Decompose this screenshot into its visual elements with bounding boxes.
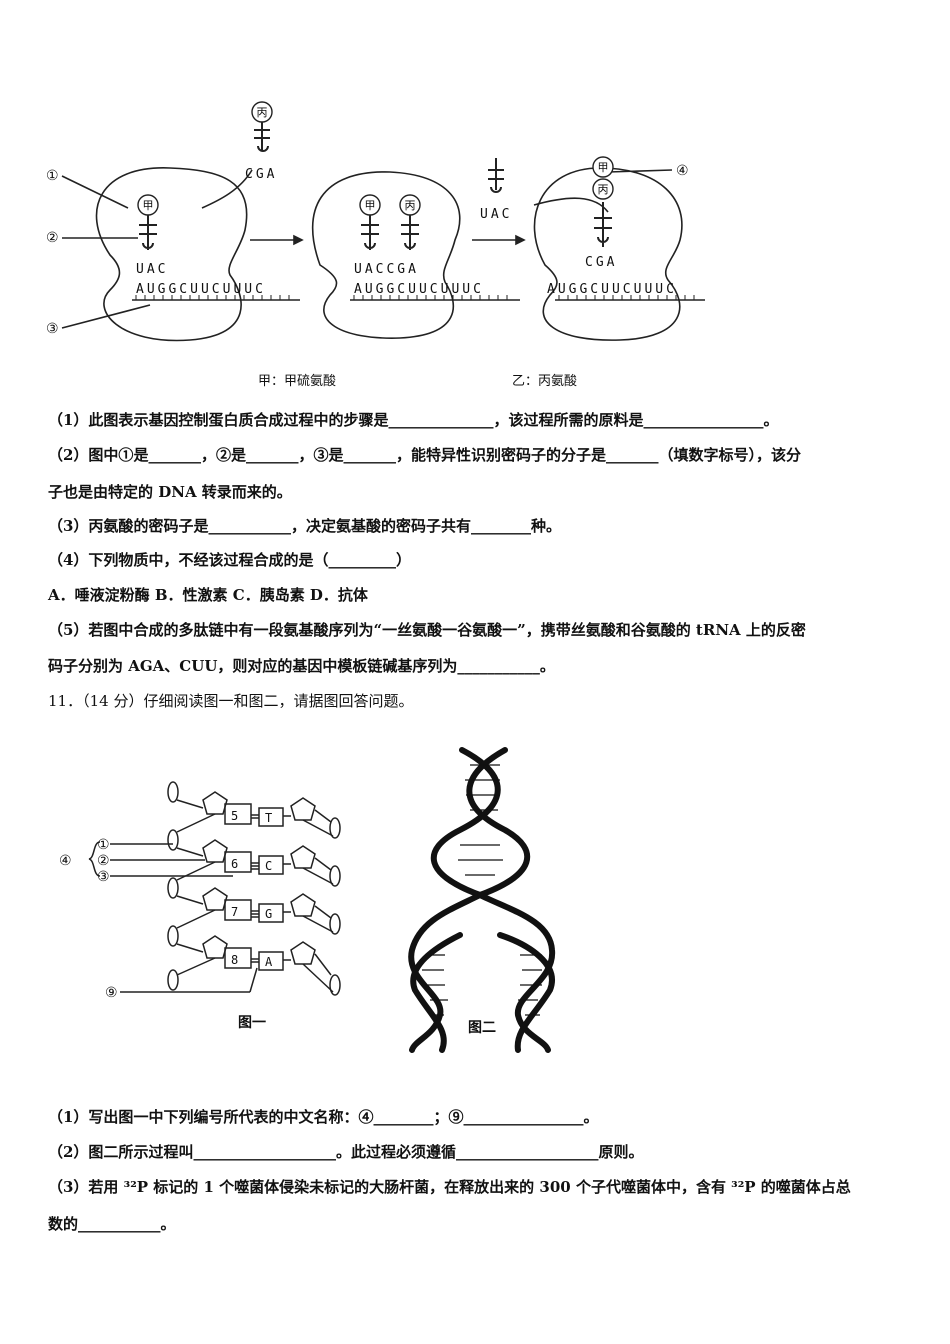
base-c: C (265, 859, 272, 873)
marker-3: ③ (46, 321, 59, 337)
question-11-heading: 11．（14 分）仔细阅读图一和图二，请据图回答问题。 (48, 692, 414, 710)
nucleotide-number-5: 5 (231, 809, 238, 823)
marker-2: ② (46, 230, 59, 246)
trna-amino-r2b: 丙 (405, 199, 416, 212)
question-11-3-cont: 数的___________。 (48, 1215, 176, 1233)
dna-replication-figure (408, 747, 556, 1053)
anticodon-r1: UAC (136, 262, 168, 277)
question-2-cont: 子也是由特定的 DNA 转录而来的。 (48, 483, 292, 501)
marker-1: ① (46, 168, 59, 184)
figure-2-caption: 图二 (468, 1020, 496, 1036)
label-9: ⑨ (105, 985, 118, 1001)
caption-met: 甲：甲硫氨酸 (258, 374, 337, 389)
marker-4: ④ (676, 163, 689, 179)
base-a: A (265, 955, 273, 969)
nucleotide-number-7: 7 (231, 905, 238, 919)
trna-amino-r3a: 甲 (598, 161, 609, 174)
question-4-options: A．唾液淀粉酶 B．性激素 C．胰岛素 D．抗体 (48, 586, 368, 604)
question-11-1: （1）写出图一中下列编号所代表的中文名称：④________；⑨________… (48, 1108, 599, 1126)
mrna-r3: AUGGCUUCUUUC (547, 282, 677, 297)
label-1: ① (97, 837, 110, 853)
question-11-3: （3）若用 ³²P 标记的 1 个噬菌体侵染未标记的大肠杆菌，在释放出来的 30… (48, 1178, 851, 1196)
question-5-cont: 码子分别为 AGA、CUU，则对应的基因中模板链碱基序列为___________… (48, 657, 555, 675)
caption-ala: 乙：丙氨酸 (512, 374, 578, 389)
dna-structure-figure: 5 T 6 C 7 G 8 A ① ② ③ ④ ⑨ (59, 781, 341, 1001)
label-2: ② (97, 853, 110, 869)
base-t: T (265, 811, 272, 825)
question-11-2: （2）图二所示过程叫___________________。此过程必须遵循___… (48, 1143, 644, 1161)
trna-amino-top: 丙 (257, 106, 268, 119)
label-4: ④ (59, 853, 72, 869)
question-1: （1）此图表示基因控制蛋白质合成过程中的步骤是______________，该过… (48, 411, 779, 429)
nucleotide-number-8: 8 (231, 953, 238, 967)
anticodon-free: UAC (480, 207, 512, 222)
question-5: （5）若图中合成的多肽链中有一段氨基酸序列为“一丝氨酸一谷氨酸一”，携带丝氨酸和… (48, 621, 806, 639)
anticodon-r3: CGA (585, 255, 617, 270)
figure-1-caption: 图一 (238, 1015, 266, 1031)
label-3: ③ (97, 869, 110, 885)
trna-amino-r1: 甲 (143, 199, 154, 212)
nucleotide-number-6: 6 (231, 857, 238, 871)
question-4: （4）下列物质中，不经该过程合成的是（_________） (48, 551, 411, 569)
base-g: G (265, 907, 272, 921)
question-3: （3）丙氨酸的密码子是___________，决定氨基酸的密码子共有______… (48, 517, 561, 535)
mrna-r2: AUGGCUUCUUUC (354, 282, 484, 297)
mrna-r1: AUGGCUUCUUUC (136, 282, 266, 297)
anticodon-r2: UACCGA (354, 262, 419, 277)
trna-amino-r3b: 丙 (598, 183, 609, 196)
question-2: （2）图中①是_______，②是_______，③是_______，能特异性识… (48, 446, 801, 464)
translation-diagram: 丙 甲 甲 丙 甲 丙 CGA UAC UACCGA UAC CGA AUGGC… (46, 101, 705, 342)
trna-amino-r2a: 甲 (365, 199, 376, 212)
anticodon-top: CGA (245, 167, 277, 182)
